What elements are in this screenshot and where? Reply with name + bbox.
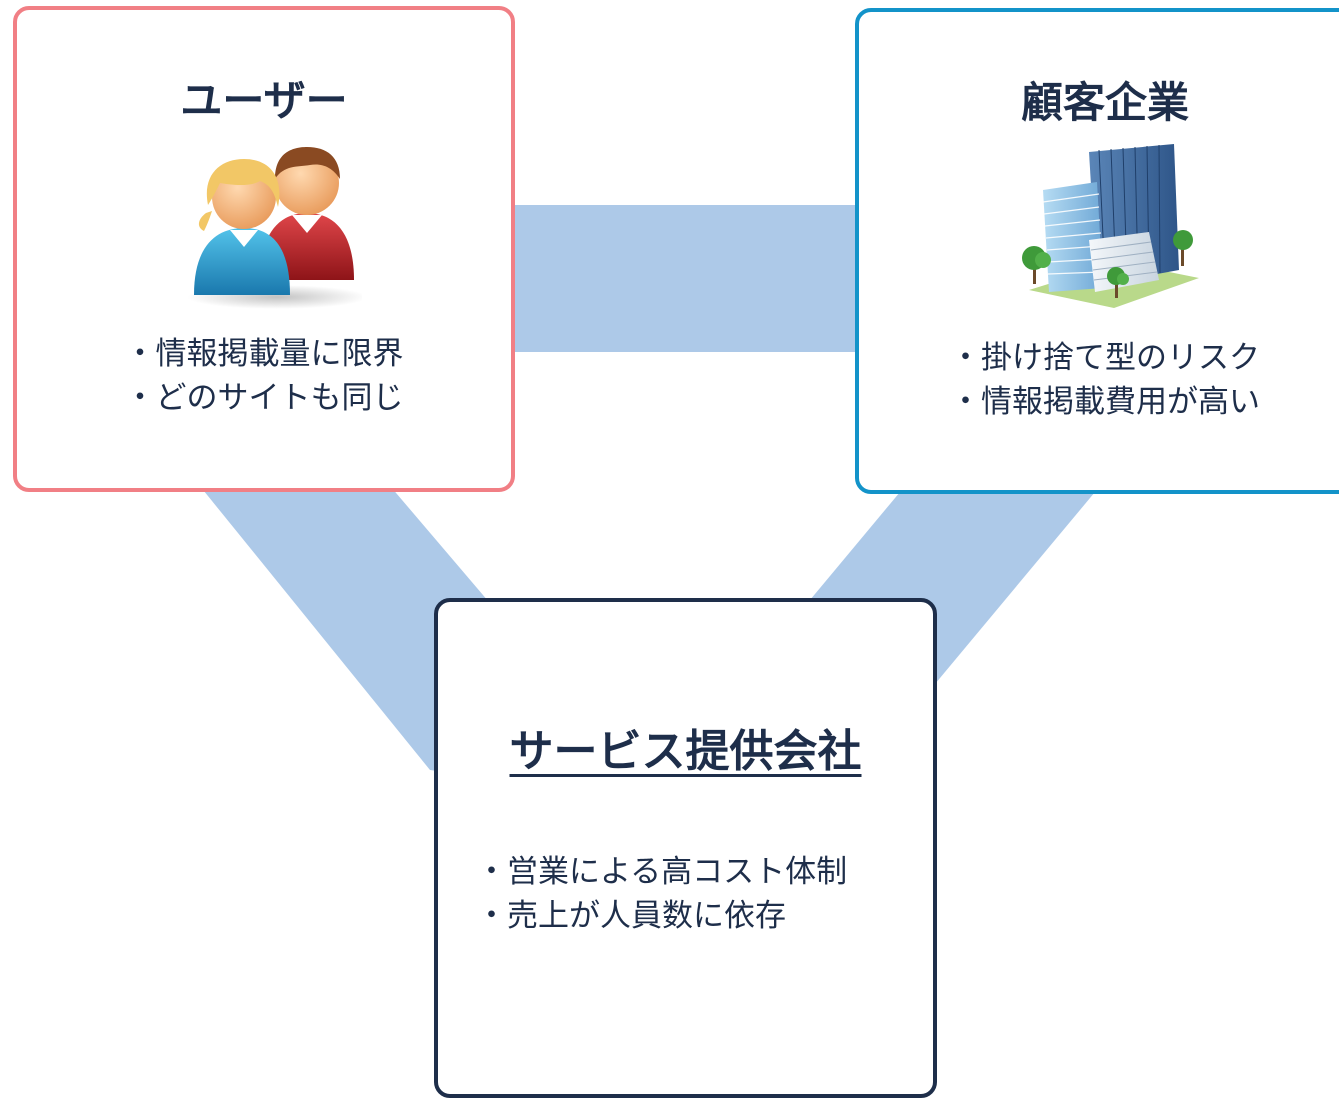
connector-user-service (195, 480, 500, 780)
client-node: 顧客企業 (855, 8, 1339, 494)
user-point: ・どのサイトも同じ (124, 380, 404, 416)
client-title: 顧客企業 (1020, 78, 1189, 127)
office-building-icon (1022, 144, 1199, 308)
client-points: ・掛け捨て型のリスク ・情報掲載費用が高い (859, 336, 1339, 424)
service-points: ・営業による高コスト体制 ・売上が人員数に依存 (438, 850, 933, 938)
service-point: ・売上が人員数に依存 (476, 898, 786, 934)
service-point: ・営業による高コスト体制 (476, 854, 848, 890)
client-point: ・掛け捨て型のリスク (950, 340, 1260, 376)
user-point: ・情報掲載量に限界 (124, 336, 404, 372)
user-points: ・情報掲載量に限界 ・どのサイトも同じ (17, 332, 511, 420)
users-icon (187, 147, 362, 309)
user-title: ユーザー (180, 76, 348, 125)
connector-user-client (500, 205, 870, 352)
client-point: ・情報掲載費用が高い (950, 384, 1260, 420)
service-title-text: サービス提供会社 (509, 726, 862, 777)
service-node: サービス提供会社 ・営業による高コスト体制 ・売上が人員数に依存 (434, 598, 937, 1098)
user-node: ユーザー (13, 6, 515, 492)
service-title: サービス提供会社 (438, 726, 933, 777)
